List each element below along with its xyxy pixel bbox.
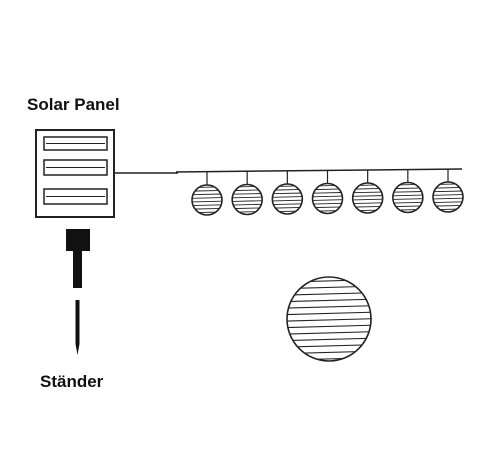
paper-lantern-icon [392,169,424,214]
paper-lantern-icon [311,170,344,215]
stand-label: Ständer [40,372,104,391]
paper-lantern-icon [231,171,263,216]
ground-stake-icon [66,229,90,355]
string-line [175,168,463,173]
solar-panel-label: Solar Panel [27,95,120,114]
solar-panel-slat [43,136,108,151]
solar-panel [35,129,115,218]
lantern-string [191,169,464,216]
paper-lantern-icon [351,170,384,214]
paper-lantern-icon [432,169,464,213]
solar-panel-slat [43,159,108,176]
solar-panel-slat [43,188,108,205]
paper-lantern-icon [191,172,223,216]
paper-lantern-detail-icon [286,276,372,362]
paper-lantern-icon [271,171,304,215]
